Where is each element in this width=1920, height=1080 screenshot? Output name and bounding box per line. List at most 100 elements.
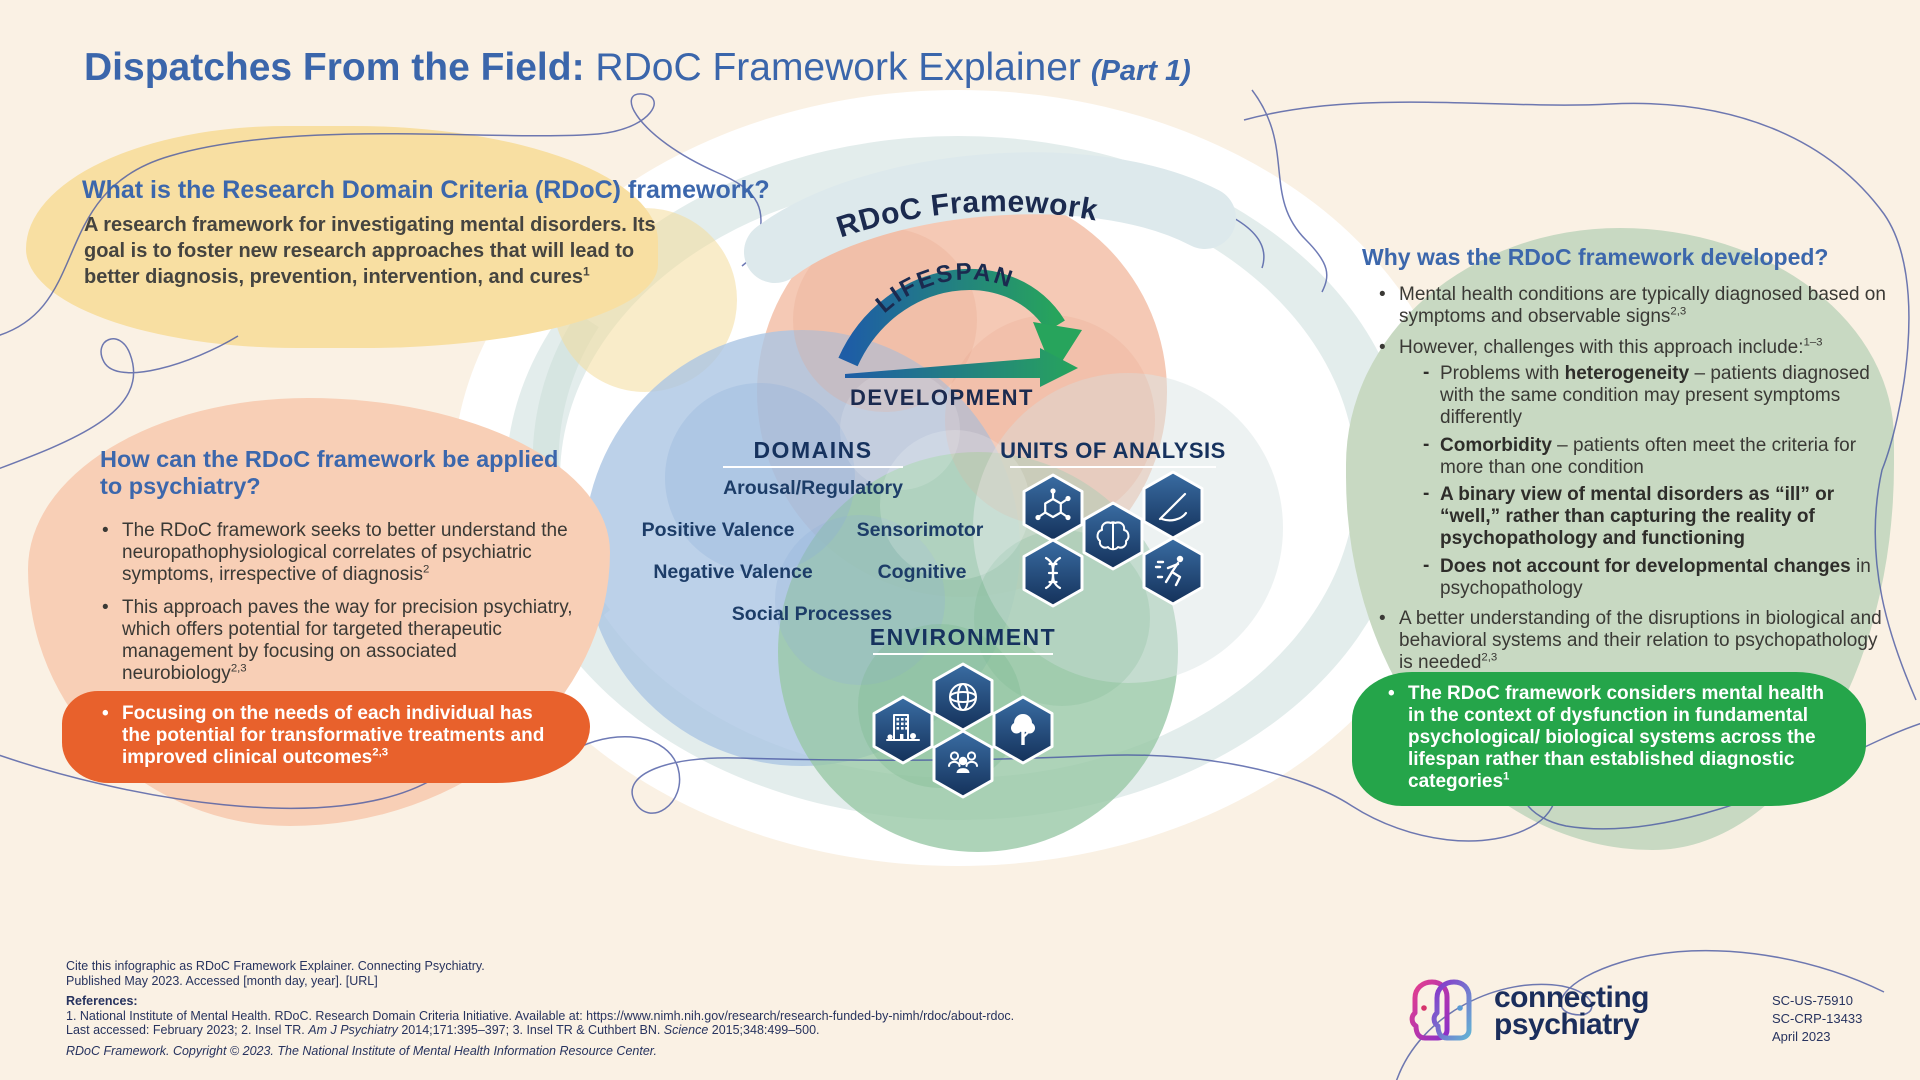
hexagon-tree xyxy=(992,695,1054,765)
page-title-regular: RDoC Framework Explainer xyxy=(584,46,1081,89)
right-head-outline xyxy=(1431,979,1472,1041)
bullet-item: However, challenges with this approach i… xyxy=(1377,337,1887,359)
environment-hexagons xyxy=(872,662,1054,799)
rdoc-band-label-text: RDoC Framework xyxy=(833,185,1100,244)
references-label: References: xyxy=(66,994,138,1008)
page-title-bold: Dispatches From the Field: xyxy=(84,46,585,89)
sub-bullet-bold: Comorbidity xyxy=(1440,434,1552,456)
venn-texture xyxy=(665,228,1155,788)
development-arrow xyxy=(845,348,1078,387)
logo-wordmark: connecting psychiatry xyxy=(1494,981,1650,1041)
domain-cognitive: Cognitive xyxy=(878,561,967,583)
journal-name: Am J Psychiatry xyxy=(308,1023,398,1037)
bullet-text: The RDoC framework seeks to better under… xyxy=(122,520,568,585)
copyright-line: RDoC Framework. Copyright © 2023. The Na… xyxy=(66,1043,657,1058)
domain-positive-valence: Positive Valence xyxy=(642,519,795,541)
globe-icon xyxy=(949,683,977,711)
left-eye-dot xyxy=(1421,1005,1427,1011)
bullet-sup: 2 xyxy=(422,563,430,576)
reference-line: Last accessed: February 2023; 2. Insel T… xyxy=(66,1023,1014,1038)
bullet-text: However, challenges with this approach i… xyxy=(1399,336,1804,358)
hexagon-dna xyxy=(1022,538,1084,608)
why-box-highlight: The RDoC framework considers mental heal… xyxy=(1352,672,1866,806)
hexagon-globe xyxy=(932,662,994,732)
sub-bullet-item: A binary view of mental disorders as “il… xyxy=(1423,483,1887,549)
logo-line1: connecting xyxy=(1494,981,1650,1014)
dna-icon xyxy=(1044,556,1062,590)
bullet-text: Mental health conditions are typically d… xyxy=(1399,284,1886,327)
sub-bullet-item: Comorbidity – patients often meet the cr… xyxy=(1423,434,1887,479)
units-of-analysis-header: UNITS OF ANALYSIS xyxy=(1000,438,1226,463)
what-box-body: A research framework for investigating m… xyxy=(84,212,656,290)
highlight-bullet: The RDoC framework considers mental heal… xyxy=(1386,683,1842,793)
cite-line: Cite this infographic as RDoC Framework … xyxy=(66,959,485,973)
lifespan-arrow xyxy=(838,269,1065,367)
lifespan-label-text: LIFESPAN xyxy=(871,258,1016,318)
bullet-item: The RDoC framework seeks to better under… xyxy=(100,520,582,585)
highlight-text: Focusing on the needs of each individual… xyxy=(122,703,545,768)
lifespan-arrowhead xyxy=(1033,322,1082,374)
domains-header: DOMAINS xyxy=(753,437,872,463)
hexagon-molecule xyxy=(1022,473,1084,543)
tree-icon xyxy=(1011,714,1035,745)
bullet-sup: 1–3 xyxy=(1803,336,1823,349)
footer-citations: Cite this infographic as RDoC Framework … xyxy=(66,959,1014,1058)
domains-list: Arousal/Regulatory Positive Valence Sens… xyxy=(642,477,984,625)
logo-heads-icon xyxy=(1409,979,1472,1041)
development-label: DEVELOPMENT xyxy=(850,385,1034,410)
right-eye-dot xyxy=(1457,1005,1463,1011)
left-head-outline xyxy=(1409,979,1450,1041)
why-box-bullets: Mental health conditions are typically d… xyxy=(1377,284,1887,683)
logo-line2: psychiatry xyxy=(1494,1008,1640,1041)
hexagon-brain xyxy=(1082,501,1144,571)
sub-bullet-bold: Does not account for developmental chang… xyxy=(1440,555,1851,577)
reference-line: 1. National Institute of Mental Health. … xyxy=(66,1008,1015,1023)
reference-text: Last accessed: February 2023; 2. Insel T… xyxy=(66,1023,309,1037)
bullet-sup: 2,3 xyxy=(1670,305,1687,318)
activity-icon xyxy=(1154,555,1184,587)
cite-line: Published May 2023. Accessed [month day,… xyxy=(66,973,378,988)
building-icon xyxy=(886,714,920,741)
environment-header: ENVIRONMENT xyxy=(870,624,1056,650)
sub-bullet-item: Does not account for developmental chang… xyxy=(1423,555,1887,600)
lifespan-label: LIFESPAN xyxy=(871,258,1018,318)
hexagon-people xyxy=(932,729,994,799)
approval-date: April 2023 xyxy=(1772,1029,1831,1044)
highlight-text: The RDoC framework considers mental heal… xyxy=(1408,683,1824,792)
domain-negative-valence: Negative Valence xyxy=(653,561,812,583)
hexagon-activity xyxy=(1142,536,1204,606)
reference-text: 2015;348:499–500. xyxy=(708,1023,820,1037)
writing-icon xyxy=(1158,492,1188,522)
page-title-part: (Part 1) xyxy=(1090,55,1191,87)
sub-bullet-pre: Problems with xyxy=(1440,363,1565,385)
how-box-bullets: The RDoC framework seeks to better under… xyxy=(100,520,582,697)
hexagon-building xyxy=(872,695,934,765)
molecule-icon xyxy=(1035,488,1071,521)
journal-name: Science xyxy=(663,1023,709,1037)
bullet-sup: 2,3 xyxy=(230,662,247,675)
sub-bullet-item: Problems with heterogeneity – patients d… xyxy=(1423,362,1887,428)
bullet-item: Mental health conditions are typically d… xyxy=(1377,284,1887,328)
units-hexagons xyxy=(1022,470,1204,608)
bullet-item: This approach paves the way for precisio… xyxy=(100,597,582,684)
what-box-heading: What is the Research Domain Criteria (RD… xyxy=(82,176,770,204)
how-box-heading: How can the RDoC framework be applied to… xyxy=(100,446,559,499)
domain-arousal-regulatory: Arousal/Regulatory xyxy=(723,477,903,499)
people-icon xyxy=(948,751,978,773)
highlight-sup: 2,3 xyxy=(372,746,389,759)
reference-text: 2014;171:395–397; 3. Insel TR & Cuthbert… xyxy=(397,1023,664,1037)
what-box-body-sup: 1 xyxy=(582,264,590,279)
domain-sensorimotor: Sensorimotor xyxy=(857,519,984,541)
job-codes: SC-US-75910 SC-CRP-13433 April 2023 xyxy=(1772,992,1862,1046)
rdoc-band-label: RDoC Framework xyxy=(833,185,1101,244)
sub-bullet-bold: heterogeneity xyxy=(1564,363,1690,385)
sub-bullet-bold: A binary view of mental disorders as “il… xyxy=(1440,484,1835,549)
why-box-heading: Why was the RDoC framework developed? xyxy=(1362,244,1829,270)
highlight-sup: 1 xyxy=(1503,770,1510,783)
what-box-body-text: A research framework for investigating m… xyxy=(84,214,656,288)
bullet-text: This approach paves the way for precisio… xyxy=(122,597,573,684)
venn-circle-lifespan xyxy=(757,187,1167,597)
highlight-bullet: Focusing on the needs of each individual… xyxy=(100,703,564,769)
hexagon-writing xyxy=(1142,470,1204,540)
